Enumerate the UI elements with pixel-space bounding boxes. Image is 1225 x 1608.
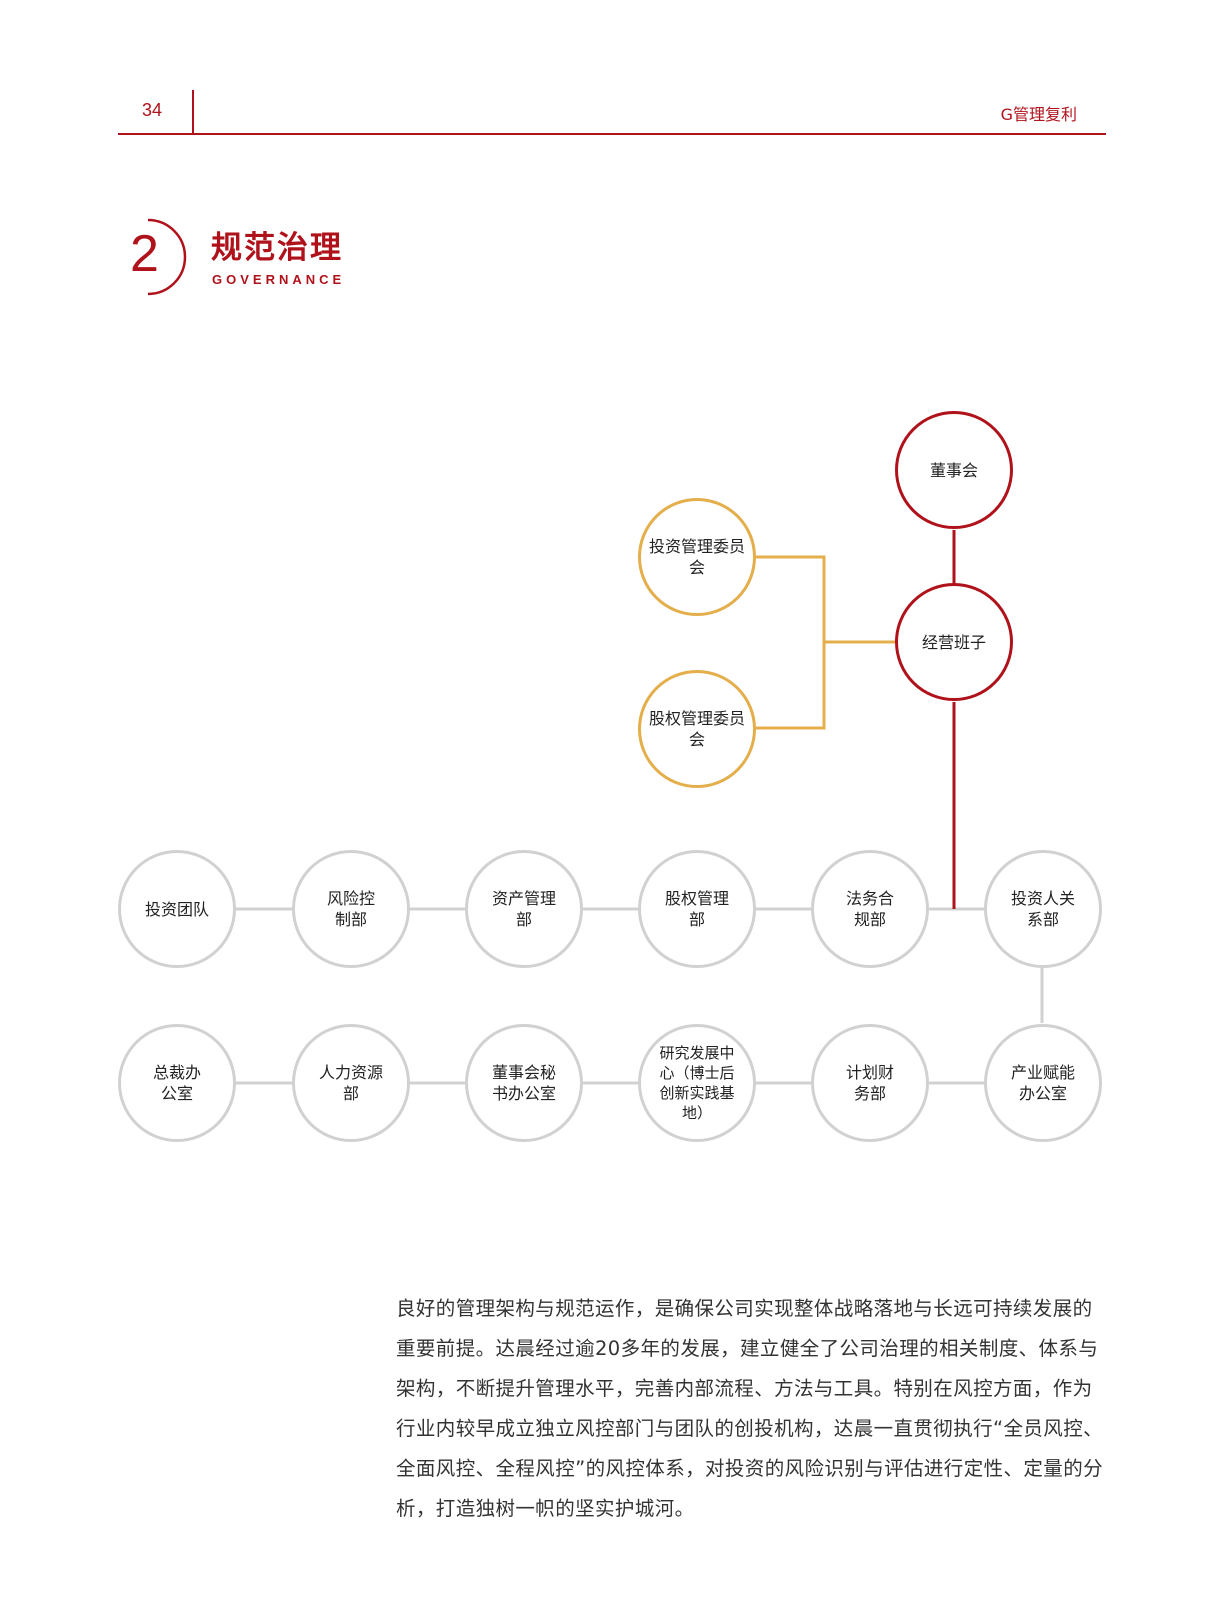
- org-node-label: 计划财务部: [845, 1063, 894, 1103]
- org-node-department: 投资人关系部: [984, 850, 1102, 968]
- header-divider-tick: [192, 90, 194, 134]
- org-node-label: 产业赋能办公室: [1010, 1063, 1075, 1103]
- org-node-label: 研究发展中心（博士后创新实践基地）: [659, 1044, 735, 1122]
- chapter-arc-ornament: [147, 218, 187, 296]
- org-node-label: 投资管理委员会: [649, 537, 746, 577]
- org-node-department: 研究发展中心（博士后创新实践基地）: [638, 1024, 756, 1142]
- org-node-department: 人力资源部: [292, 1024, 410, 1142]
- org-node-department: 投资团队: [118, 850, 236, 968]
- org-node-equity-committee: 股权管理委员会: [638, 670, 756, 788]
- org-node-department: 股权管理部: [638, 850, 756, 968]
- org-node-department: 董事会秘书办公室: [465, 1024, 583, 1142]
- page-number: 34: [142, 100, 163, 120]
- org-node-department: 风险控制部: [292, 850, 410, 968]
- org-node-label: 董事会: [929, 460, 978, 480]
- org-node-management: 经营班子: [895, 583, 1013, 701]
- org-node-label: 资产管理部: [491, 889, 556, 929]
- org-node-label: 总裁办公室: [152, 1063, 201, 1103]
- org-node-label: 人力资源部: [318, 1063, 383, 1103]
- committee-connectors: [756, 555, 895, 730]
- org-node-board: 董事会: [895, 411, 1013, 529]
- org-node-label: 董事会秘书办公室: [491, 1063, 556, 1103]
- org-node-label: 经营班子: [921, 632, 986, 652]
- org-node-label: 投资人关系部: [1010, 889, 1075, 929]
- org-node-label: 股权管理委员会: [649, 709, 746, 749]
- org-node-label: 风险控制部: [326, 889, 375, 929]
- org-node-label: 法务合规部: [845, 889, 894, 929]
- chapter-title: 规范治理: [211, 230, 343, 266]
- department-connectors: [234, 907, 1044, 1085]
- chapter-number: 2: [130, 225, 159, 283]
- section-name: G管理复利: [1000, 105, 1077, 124]
- org-node-department: 总裁办公室: [118, 1024, 236, 1142]
- org-node-label: 股权管理部: [664, 889, 729, 929]
- org-node-department: 法务合规部: [811, 850, 929, 968]
- org-node-department: 产业赋能办公室: [984, 1024, 1102, 1142]
- body-paragraph: 良好的管理架构与规范运作，是确保公司实现整体战略落地与长远可持续发展的重要前提。…: [396, 1297, 1104, 1520]
- org-node-investment-committee: 投资管理委员会: [638, 498, 756, 616]
- header-rule: [118, 133, 1106, 135]
- org-node-label: 投资团队: [144, 899, 209, 919]
- org-node-department: 资产管理部: [465, 850, 583, 968]
- org-node-department: 计划财务部: [811, 1024, 929, 1142]
- chapter-subtitle: GOVERNANCE: [212, 272, 346, 287]
